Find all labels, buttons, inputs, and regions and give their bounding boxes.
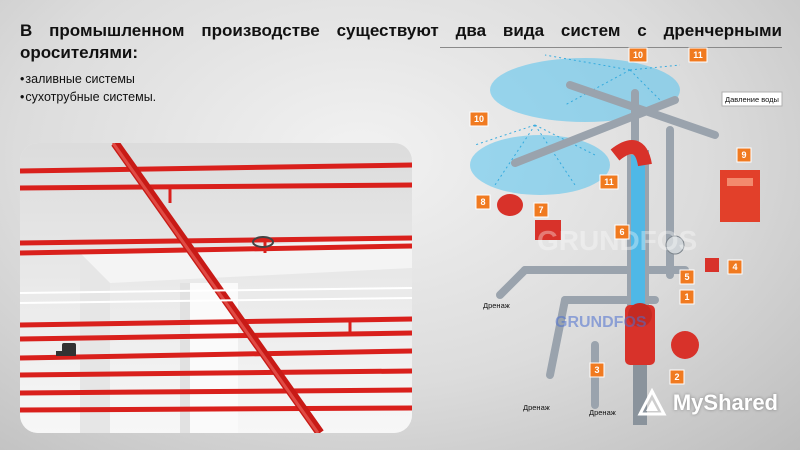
drain-label: Дренаж — [483, 301, 510, 310]
callout-7: 7 — [538, 205, 543, 215]
deluge-system-diagram: GRUNDFOS GRUNDFOS 10 11 — [455, 45, 785, 430]
callout-6: 6 — [619, 227, 624, 237]
callout-2: 2 — [674, 372, 679, 382]
bullet-item: заливные системы — [20, 70, 156, 88]
sprinkler-pipes-photo — [20, 143, 412, 433]
callout-4: 4 — [732, 262, 737, 272]
slide-title: В промышленном производстве существуют д… — [20, 21, 782, 62]
callout-10-top: 10 — [633, 50, 643, 60]
water-pressure-label: Давление воды — [725, 95, 779, 104]
myshared-logo-icon — [637, 388, 667, 416]
callout-10-left: 10 — [474, 114, 484, 124]
bullet-item: сухотрубные системы. — [20, 88, 156, 106]
callout-9: 9 — [741, 150, 746, 160]
title-underline — [440, 47, 782, 48]
bullet-list: заливные системы сухотрубные системы. — [20, 70, 156, 106]
myshared-watermark: MyShared — [637, 388, 778, 418]
drain-label: Дренаж — [523, 403, 550, 412]
watermark-text-2: GRUNDFOS — [555, 314, 647, 331]
callout-11-top: 11 — [693, 50, 703, 60]
callout-11-mid: 11 — [604, 177, 614, 187]
callout-3: 3 — [594, 365, 599, 375]
brand-name: MyShared — [672, 390, 778, 415]
callout-1: 1 — [684, 292, 689, 302]
callout-5: 5 — [684, 272, 689, 282]
callout-8: 8 — [480, 197, 485, 207]
drain-label: Дренаж — [589, 408, 616, 417]
